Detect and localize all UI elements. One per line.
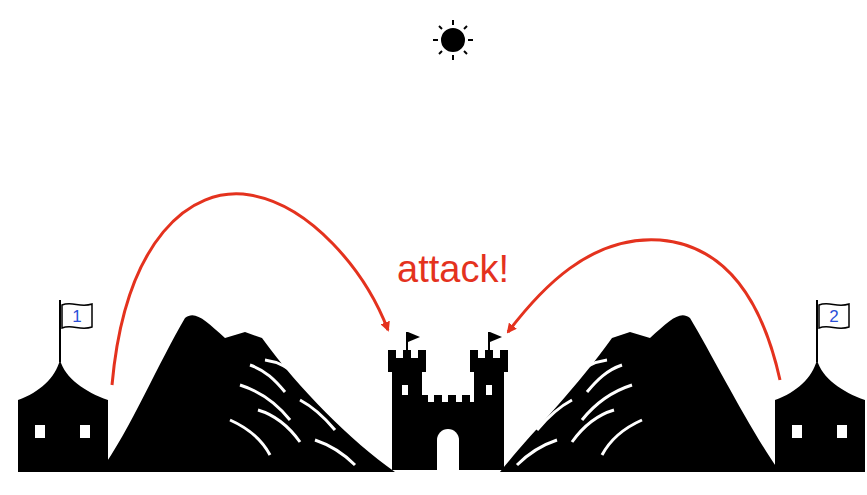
tent-flag: 2 [818,302,850,330]
tent-flag: 1 [61,302,93,330]
castle-symbol [388,332,508,470]
sun-symbol [433,20,473,60]
attack-label: attack! [397,250,509,288]
tent-symbol [775,300,865,472]
flag-number: 2 [818,308,850,325]
attack-arrow [112,194,388,385]
tent-symbol [18,300,108,472]
mountain-left [100,315,395,472]
attack-arrow [508,240,780,380]
mountain-right [500,315,780,472]
flag-number: 1 [61,308,93,325]
